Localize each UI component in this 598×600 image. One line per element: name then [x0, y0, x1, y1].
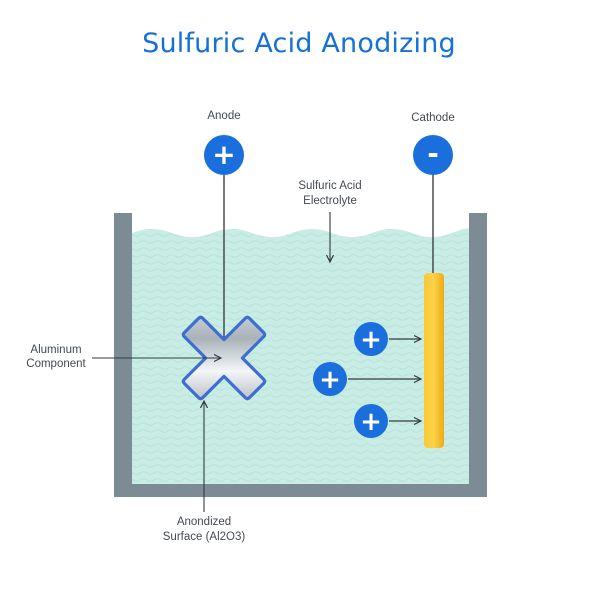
anode-terminal: +: [204, 135, 244, 175]
anode-plus-icon: +: [212, 138, 235, 171]
ion-plus-icon: +: [360, 325, 382, 355]
cathode-rod: [424, 273, 444, 448]
cathode-label: Cathode: [411, 112, 454, 124]
page-title: Sulfuric Acid Anodizing: [142, 28, 456, 59]
ion-plus-icon: +: [319, 365, 341, 395]
component-label-line1: Aluminum: [30, 344, 81, 356]
ion-2: +: [313, 362, 421, 396]
tank: [114, 213, 487, 497]
cathode-minus-icon: -: [427, 137, 439, 170]
aluminum-component: [181, 315, 267, 401]
electrolyte: [132, 228, 470, 484]
electrolyte-label-line1: Sulfuric Acid: [298, 180, 361, 192]
surface-label-line1: Anondized: [177, 516, 231, 528]
anode-label: Anode: [207, 110, 240, 122]
component-label-line2: Component: [26, 358, 86, 370]
surface-label-line2: Surface (Al2O3): [163, 531, 246, 543]
ion-3: +: [354, 404, 421, 438]
ion-plus-icon: +: [360, 407, 382, 437]
ion-1: +: [354, 322, 421, 356]
cathode-terminal: -: [413, 135, 453, 175]
electrolyte-label-line2: Electrolyte: [303, 195, 357, 207]
